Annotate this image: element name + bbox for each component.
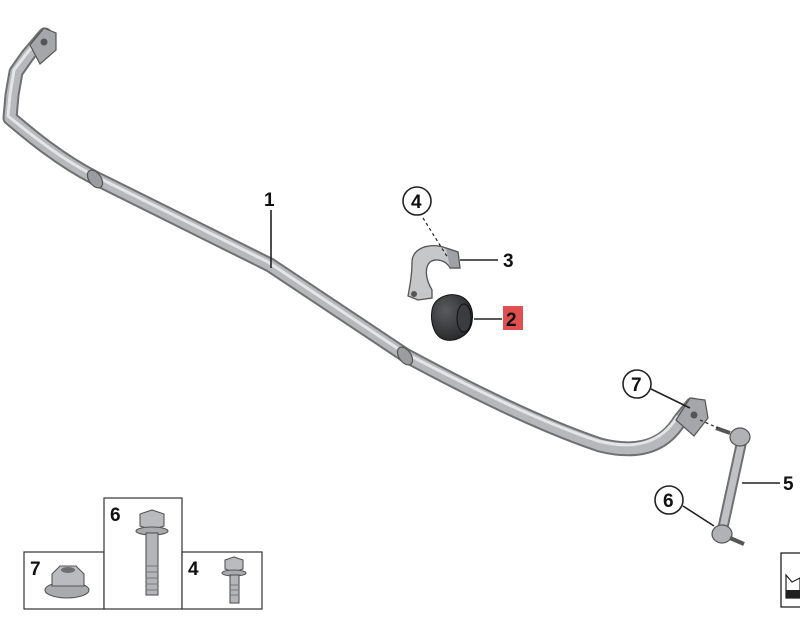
stabilizer-link <box>699 419 751 546</box>
rubber-bushing <box>431 294 473 341</box>
legend-label-bolt-long: 6 <box>110 505 121 526</box>
callout-bushing: 2 <box>506 310 517 331</box>
legend-label-nut: 7 <box>30 559 41 580</box>
long-bolt-icon <box>135 509 169 596</box>
bracket-bolt-axis <box>422 217 449 259</box>
callout-circle-link-bolt <box>654 485 684 515</box>
callout-bar: 1 <box>264 190 275 211</box>
fluid-container-icon <box>780 552 800 608</box>
callout-link-nut: 7 <box>631 375 642 396</box>
highlight-bushing <box>503 306 523 330</box>
stabilizer-bar <box>2 27 709 457</box>
legend-box-bolt-short <box>181 551 263 610</box>
leader-link-nut <box>650 388 691 409</box>
fastener-legend: 7 6 4 <box>23 497 263 610</box>
flange-nut-icon <box>44 565 90 599</box>
legend-label-bolt-short: 4 <box>188 559 199 580</box>
callout-bracket: 3 <box>503 251 514 272</box>
leader-link-bolt <box>682 505 715 527</box>
callout-circle-bracket-bolt <box>402 186 432 216</box>
bracket <box>407 245 461 301</box>
short-bolt-icon <box>221 556 247 604</box>
callout-link-bolt: 6 <box>663 491 674 512</box>
callout-link: 5 <box>783 474 794 495</box>
bar-end-tab <box>29 27 57 65</box>
bar-collar-right <box>396 346 414 366</box>
callout-bracket-bolt: 4 <box>411 192 422 213</box>
callout-circle-link-nut <box>622 369 652 399</box>
bar-collar-left <box>86 169 104 189</box>
